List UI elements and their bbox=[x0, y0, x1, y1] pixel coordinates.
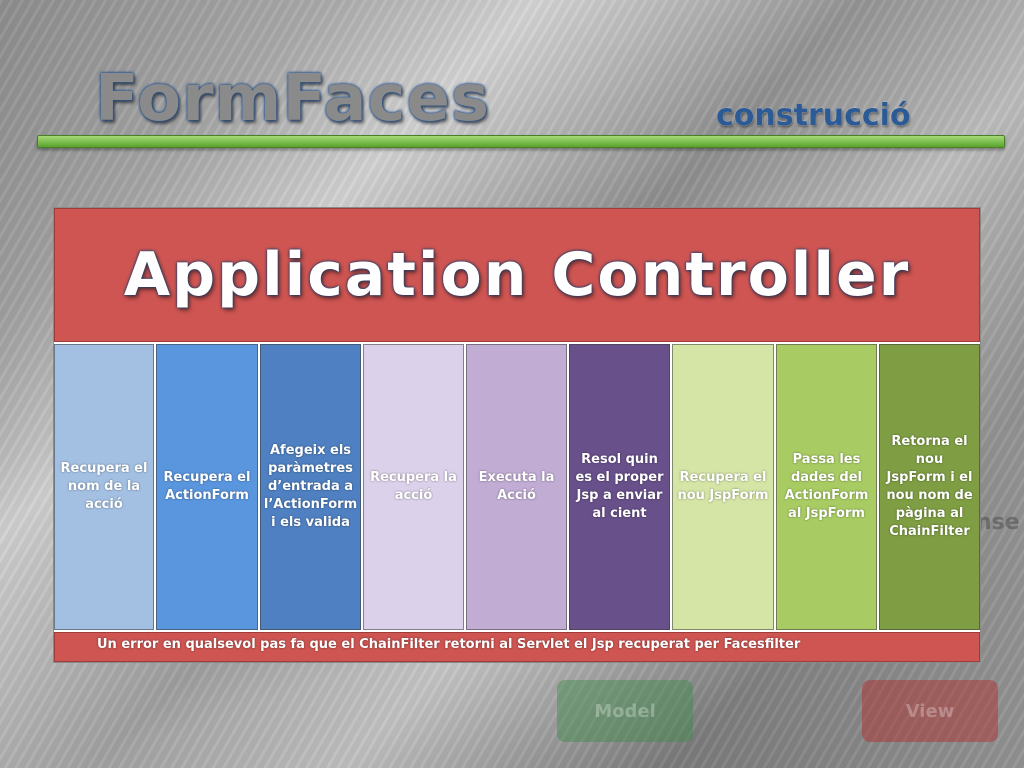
title-divider bbox=[37, 135, 1005, 148]
controller-diagram: Application Controller Recupera el nom d… bbox=[53, 207, 981, 663]
step-4-label: Recupera la acció bbox=[370, 470, 457, 503]
step-6-label: Resol quin es el proper Jsp a enviar al … bbox=[575, 452, 664, 521]
background-partial-text: nse bbox=[976, 510, 1020, 535]
step-1-label: Recupera el nom de la acció bbox=[60, 461, 148, 512]
step-9-label: Retorna el nou JspForm i el nou nom de p… bbox=[886, 434, 973, 539]
step-9: Retorna el nou JspForm i el nou nom de p… bbox=[879, 344, 980, 630]
step-7: Recupera el nou JspForm bbox=[672, 344, 774, 630]
background-view-box: View bbox=[862, 680, 998, 742]
step-7-label: Recupera el nou JspForm bbox=[677, 470, 769, 503]
step-4: Recupera la acció bbox=[363, 344, 464, 630]
step-3-label: Afegeix els paràmetres d’entrada a l’Act… bbox=[263, 443, 358, 530]
step-5: Executa la Acció bbox=[466, 344, 567, 630]
step-1: Recupera el nom de la acció bbox=[54, 344, 154, 630]
step-5-label: Executa la Acció bbox=[478, 470, 555, 503]
step-2: Recupera el ActionForm bbox=[156, 344, 258, 630]
slide-subtitle: construcció bbox=[716, 98, 911, 133]
slide-title: FormFaces bbox=[95, 62, 490, 136]
step-2-label: Recupera el ActionForm bbox=[163, 470, 251, 503]
diagram-header-text: Application Controller bbox=[123, 240, 911, 310]
step-8-label: Passa les dades del ActionForm al JspFor… bbox=[784, 452, 869, 521]
diagram-header: Application Controller bbox=[54, 208, 980, 342]
diagram-footer: Un error en qualsevol pas fa que el Chai… bbox=[54, 632, 980, 662]
model-label: Model bbox=[594, 700, 656, 722]
view-label: View bbox=[905, 700, 955, 722]
steps-row: Recupera el nom de la acció Recupera el … bbox=[54, 344, 980, 630]
background-model-box: Model bbox=[557, 680, 693, 742]
step-6: Resol quin es el proper Jsp a enviar al … bbox=[569, 344, 670, 630]
step-3: Afegeix els paràmetres d’entrada a l’Act… bbox=[260, 344, 361, 630]
step-8: Passa les dades del ActionForm al JspFor… bbox=[776, 344, 877, 630]
